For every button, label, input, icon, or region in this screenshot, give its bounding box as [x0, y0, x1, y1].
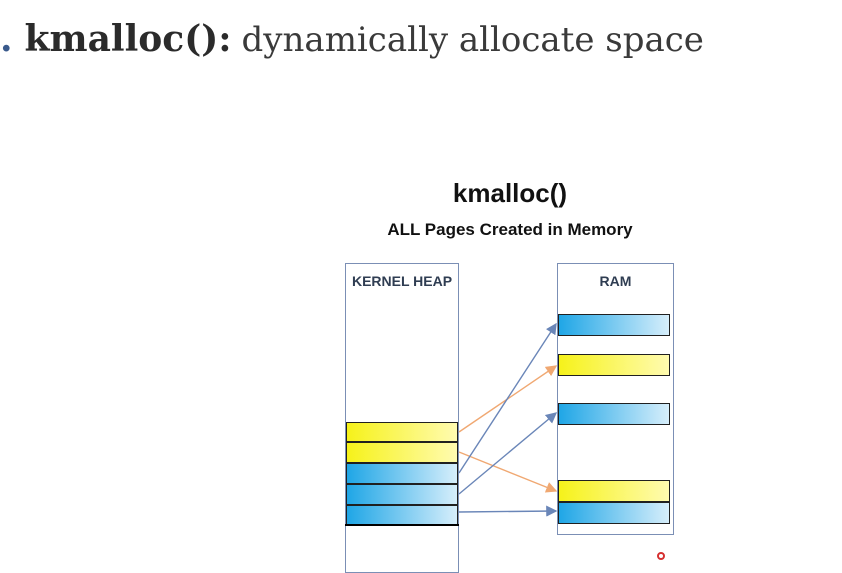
arrow-heap-blue2-to-ram-blue2 [458, 412, 558, 495]
heap-block-yellow-2 [346, 442, 458, 463]
ram-block-blue-3 [558, 502, 670, 524]
ram-block-yellow-1 [558, 354, 670, 376]
arrow-heap-blue3-to-ram-blue3 [458, 505, 558, 517]
kernel-heap-label: KERNEL HEAP [351, 273, 453, 289]
ram-block-yellow-2 [558, 480, 670, 502]
bullet-marker: . [0, 18, 13, 60]
mapping-arrows [458, 322, 558, 517]
ram-block-blue-1 [558, 314, 670, 336]
heap-block-blue-1 [346, 463, 458, 484]
heap-bottom-line [345, 524, 459, 526]
arrow-heap-yellow2-to-ram-yellow2 [458, 451, 558, 493]
heading-description: dynamically allocate space [241, 20, 704, 60]
pointer-dot-icon [657, 552, 665, 560]
ram-label: RAM [599, 273, 632, 289]
heap-block-yellow-1 [346, 422, 458, 442]
arrow-heap-blue1-to-ram-blue1 [458, 322, 557, 474]
heading-function-name: kmalloc(): [24, 18, 232, 60]
diagram-title: kmalloc() [452, 178, 568, 208]
diagram-subtitle: ALL Pages Created in Memory [387, 220, 633, 239]
slide-heading: . kmalloc(): dynamically allocate space [0, 18, 704, 66]
ram-block-blue-2 [558, 403, 670, 425]
heap-block-blue-2 [346, 484, 458, 505]
